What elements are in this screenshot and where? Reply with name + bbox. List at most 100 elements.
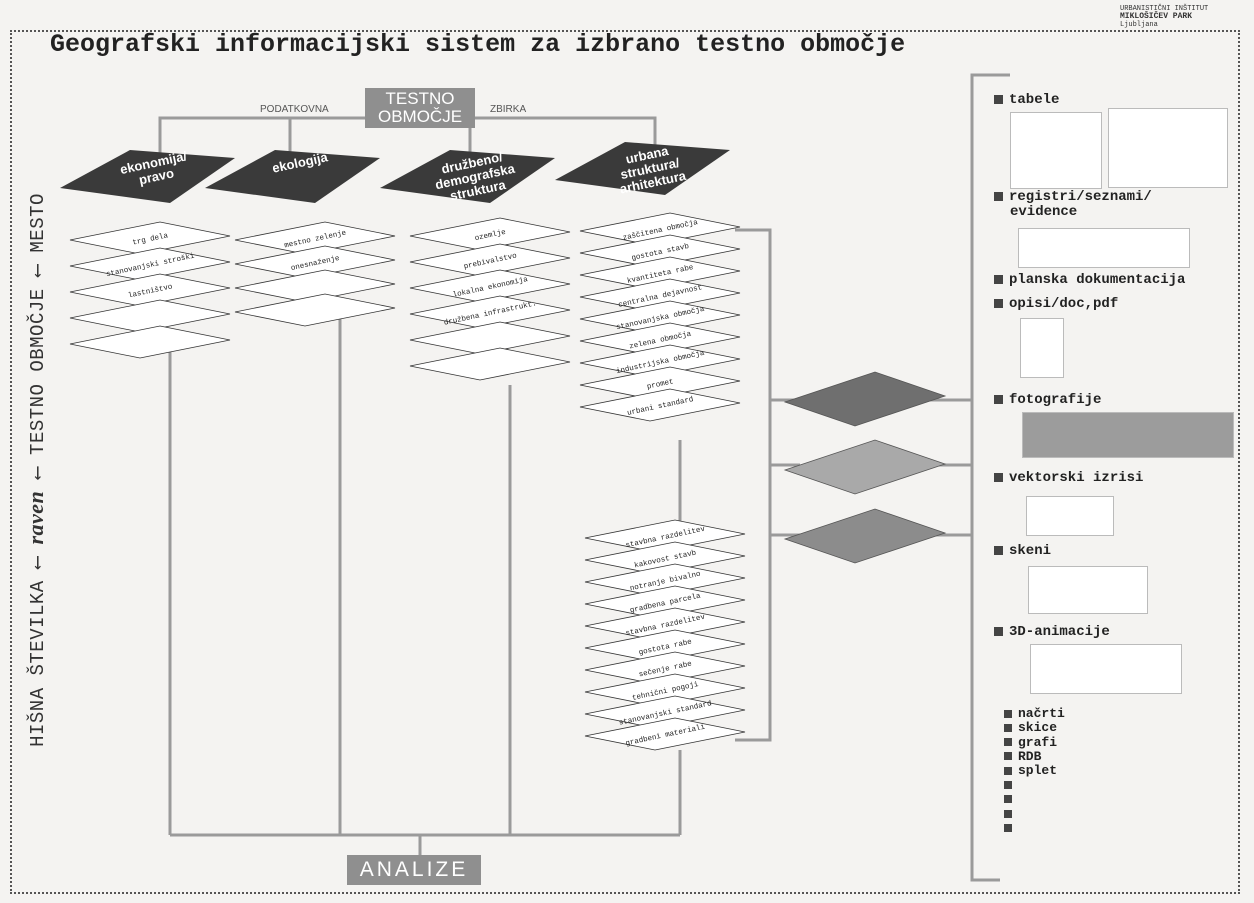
analysis-layer-plane xyxy=(584,519,746,553)
urban-layer-plane xyxy=(579,212,741,246)
bullet-icon xyxy=(994,472,1003,482)
economy-layer-plane xyxy=(69,221,231,255)
economy-layer-plane xyxy=(69,325,231,359)
extra-list-label: splet xyxy=(1018,763,1058,779)
bullet-icon xyxy=(994,626,1003,636)
economy-layer xyxy=(69,299,231,333)
bullet-icon xyxy=(1004,738,1012,747)
extra-list-label: skice xyxy=(1018,720,1058,736)
resource-registri: registri/seznami/evidence xyxy=(994,190,1152,220)
resource-label: vektorski izrisi xyxy=(1009,470,1144,486)
economy-layer-plane xyxy=(69,299,231,333)
bullet-icon xyxy=(1004,709,1012,718)
urban-layer: promet xyxy=(579,366,741,400)
urban-layer: urbani standard xyxy=(579,388,741,422)
bullet-icon xyxy=(1004,723,1012,732)
bullet-icon xyxy=(994,191,1003,201)
analysis-layer-plane xyxy=(584,607,746,641)
map-layer xyxy=(783,508,947,564)
demographic-layer-plane xyxy=(409,269,571,303)
bullet-icon xyxy=(994,298,1003,308)
register-thumbnail xyxy=(1018,228,1190,268)
extra-list-label: grafi xyxy=(1018,734,1058,750)
animation-thumbnail xyxy=(1030,644,1182,694)
bullet-icon xyxy=(1004,823,1012,832)
analysis-layer-plane xyxy=(584,563,746,597)
testno-line-1: TESTNO xyxy=(385,89,455,108)
table-thumbnail-1 xyxy=(1010,112,1102,189)
podatkovna-label: PODATKOVNA xyxy=(260,104,329,115)
extra-list-item: skice xyxy=(1004,721,1065,735)
resource-tabele: tabele xyxy=(994,92,1059,108)
resource-label: registri/seznami/ xyxy=(1009,189,1152,205)
analize-box: ANALIZE xyxy=(347,855,481,885)
extra-list-item xyxy=(1004,778,1065,792)
urban-layer-plane xyxy=(579,234,741,268)
bullet-icon xyxy=(1004,766,1012,775)
extra-list-item: grafi xyxy=(1004,734,1065,750)
stamp-line-3: Ljubljana xyxy=(1120,21,1158,29)
resource-skeni: skeni xyxy=(994,543,1051,559)
bullet-icon xyxy=(1004,795,1012,804)
ecology-layer: mestno zelenje xyxy=(234,221,396,255)
ecology-layer-plane xyxy=(234,269,396,303)
economy-layer: lastništvo xyxy=(69,273,231,307)
demographic-layer: prebivalstvo xyxy=(409,243,571,277)
resource-label: fotografije xyxy=(1009,392,1102,408)
side-label-part-1: HIŠNA ŠTEVILKA ⟵ xyxy=(27,556,49,747)
resource-label: planska dokumentacija xyxy=(1009,272,1186,288)
side-label-raven: raven xyxy=(23,490,48,545)
urban-layer-plane xyxy=(579,322,741,356)
extra-list-label: RDB xyxy=(1018,748,1042,764)
vector-thumbnail xyxy=(1026,496,1114,536)
demographic-layer-plane xyxy=(409,243,571,277)
map-layer xyxy=(783,371,947,427)
urban-layer-plane xyxy=(579,300,741,334)
diagram-frame xyxy=(10,30,1240,894)
extra-list-item xyxy=(1004,807,1065,821)
side-label-part-3: ⟵ TESTNO OBMOČJE ⟵ MESTO xyxy=(27,193,49,479)
ecology-layer xyxy=(234,269,396,303)
resource-label: skeni xyxy=(1009,543,1052,559)
extra-list-item xyxy=(1004,821,1065,835)
side-hierarchy-label: HIŠNA ŠTEVILKA ⟵ raven ⟵ TESTNO OBMOČJE … xyxy=(23,193,49,747)
economy-layer xyxy=(69,325,231,359)
economy-layer: trg dela xyxy=(69,221,231,255)
extra-list-item: splet xyxy=(1004,764,1065,778)
analysis-layer-plane xyxy=(584,695,746,729)
urban-layer-plane xyxy=(579,256,741,290)
map-layer xyxy=(783,439,947,495)
demographic-layer-plane xyxy=(409,295,571,329)
extra-list-item xyxy=(1004,793,1065,807)
demographic-layer xyxy=(409,347,571,381)
category-shape xyxy=(555,142,730,195)
ecology-layer-plane xyxy=(234,293,396,327)
stamp-line-2: MIKLOŠIČEV PARK xyxy=(1120,12,1193,21)
resource-3d: 3D-animacije xyxy=(994,624,1110,640)
bullet-icon xyxy=(994,394,1003,404)
demographic-layer: lokalna ekonomija xyxy=(409,269,571,303)
photo-strip xyxy=(1022,412,1234,458)
demographic-layer-plane xyxy=(409,217,571,251)
ecology-layer-plane xyxy=(234,221,396,255)
document-thumbnail xyxy=(1020,318,1064,378)
extra-list-item: načrti xyxy=(1004,706,1065,721)
analysis-layer-plane xyxy=(584,585,746,619)
demographic-layer-plane xyxy=(409,321,571,355)
analysis-layer-plane xyxy=(584,541,746,575)
diagram-title: Geografski informacijski sistem za izbra… xyxy=(50,30,906,59)
resource-label: opisi/doc,pdf xyxy=(1009,296,1119,312)
urban-layer-plane xyxy=(579,388,741,422)
bullet-icon xyxy=(1004,809,1012,818)
resource-label: 3D-animacije xyxy=(1009,624,1110,640)
economy-layer: stanovanjski stroški xyxy=(69,247,231,281)
scan-thumbnail xyxy=(1028,566,1148,614)
stamp-line-1: URBANISTIČNI INŠTITUT xyxy=(1120,5,1209,13)
zbirka-label: ZBIRKA xyxy=(490,104,527,115)
urban-layer-plane xyxy=(579,344,741,378)
testno-line-2: OBMOČJE xyxy=(377,107,463,126)
bullet-icon xyxy=(994,545,1003,555)
urban-layer-plane xyxy=(579,366,741,400)
